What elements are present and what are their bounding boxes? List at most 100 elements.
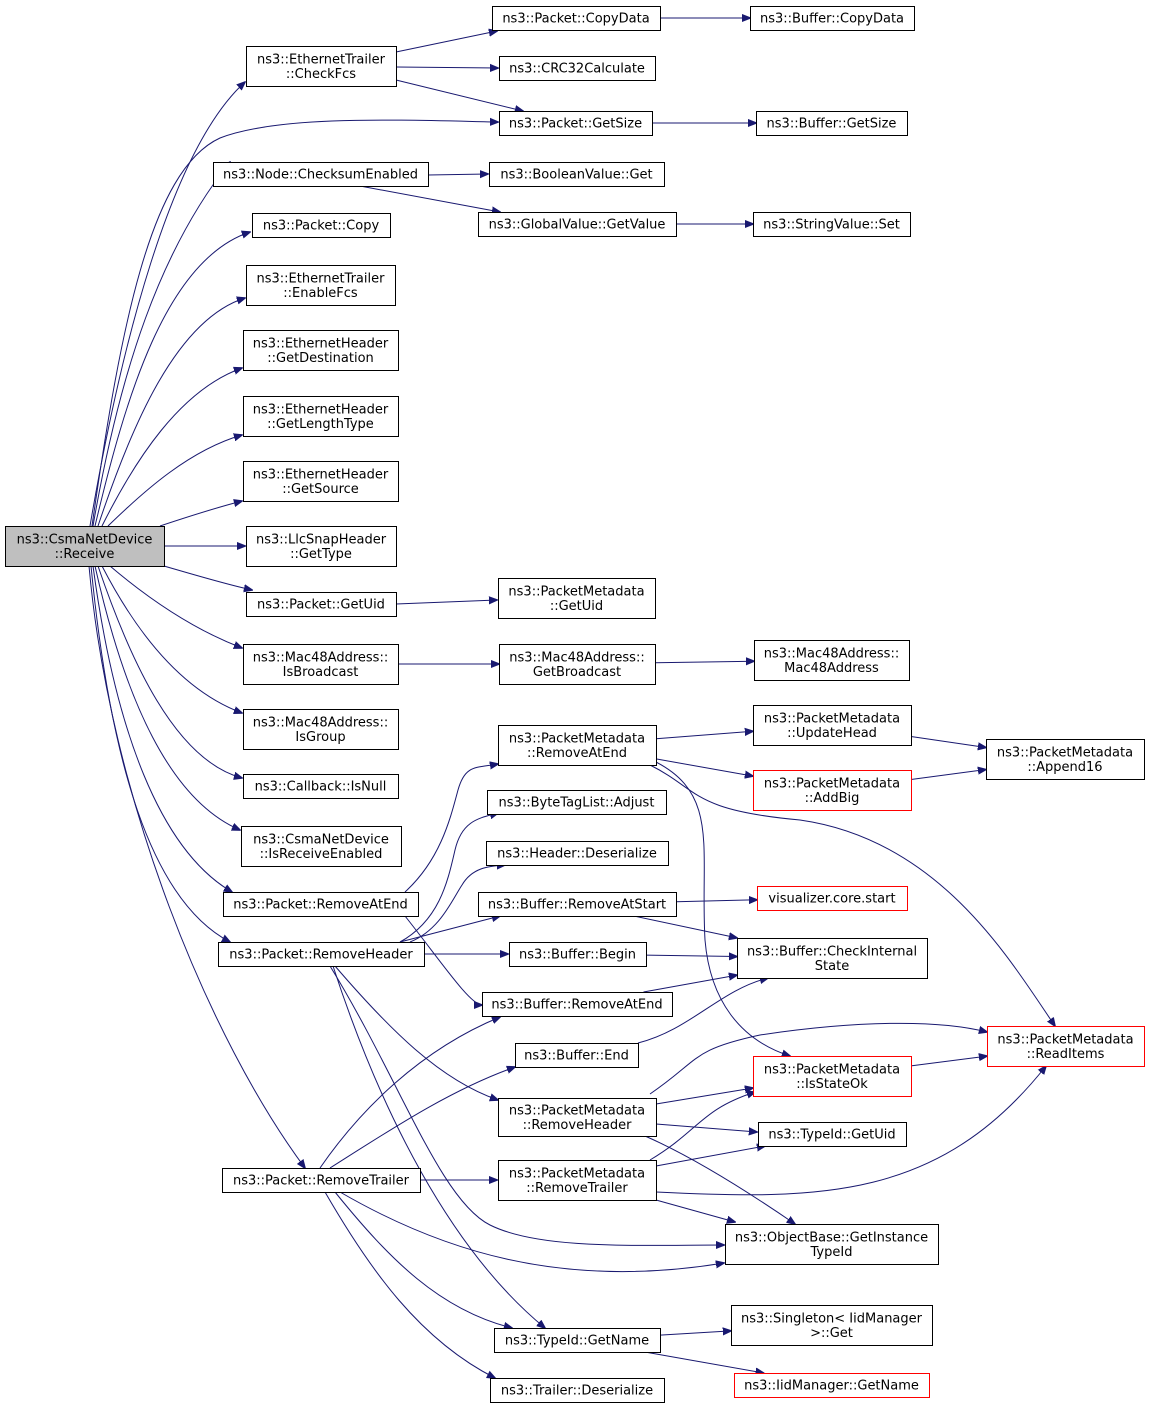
node-buf-end[interactable]: ns3::Buffer::End xyxy=(515,1043,639,1068)
node-box xyxy=(731,1305,933,1346)
node-pkt-removeheader[interactable]: ns3::Packet::RemoveHeader xyxy=(218,942,425,967)
node-pkt-removetrailer[interactable]: ns3::Packet::RemoveTrailer xyxy=(222,1168,421,1193)
node-label: ns3::Buffer::End xyxy=(524,1049,629,1064)
node-box xyxy=(753,1056,912,1097)
edge-pm_removeatend-to-pm_updatehead xyxy=(655,731,753,740)
edge-arrow xyxy=(649,1022,987,1095)
node-checksum[interactable]: ns3::Node::ChecksumEnabled xyxy=(213,162,429,187)
edge-arrow xyxy=(94,565,240,830)
node-getlentype[interactable]: ns3::EthernetHeader::GetLengthType xyxy=(243,396,399,437)
edge-arrow xyxy=(655,1146,765,1167)
node-label: ns3::Buffer::CheckInternal xyxy=(747,944,917,959)
node-isgroup[interactable]: ns3::Mac48Address::IsGroup xyxy=(243,709,399,750)
node-getsource[interactable]: ns3::EthernetHeader::GetSource xyxy=(243,461,399,502)
node-box xyxy=(987,1026,1145,1067)
node-buf-begin[interactable]: ns3::Buffer::Begin xyxy=(509,942,647,967)
node-pkt-getuid[interactable]: ns3::Packet::GetUid xyxy=(246,592,397,617)
edge-receive-to-isreceiveenabled xyxy=(94,565,240,830)
edge-arrow xyxy=(107,435,242,527)
node-btl-adjust[interactable]: ns3::ByteTagList::Adjust xyxy=(487,790,667,815)
edge-pkt_removeheader-to-buf_removeatstart xyxy=(399,916,500,943)
node-buf-copydata[interactable]: ns3::Buffer::CopyData xyxy=(750,6,915,31)
edge-arrow xyxy=(90,565,230,942)
node-label: ns3::CRC32Calculate xyxy=(509,62,645,77)
node-pm-append16[interactable]: ns3::PacketMetadata::Append16 xyxy=(986,739,1145,780)
node-typeid-getname[interactable]: ns3::TypeId::GetName xyxy=(494,1328,661,1353)
edge-pm_removeatend-to-pm_readitems xyxy=(649,764,1055,1026)
edge-arrow xyxy=(89,82,245,527)
node-receive[interactable]: ns3::CsmaNetDevice::Receive xyxy=(5,526,165,567)
edge-arrow xyxy=(910,736,986,748)
node-label: ::GetSource xyxy=(282,482,359,497)
edge-pm_removetrailer-to-pm_isstateok xyxy=(649,1092,755,1161)
node-label: ns3::EthernetTrailer xyxy=(257,52,386,67)
node-box xyxy=(725,1224,939,1265)
node-getdest[interactable]: ns3::EthernetHeader::GetDestination xyxy=(243,330,399,371)
edge-arrow xyxy=(339,1191,724,1273)
node-mac48ctor[interactable]: ns3::Mac48Address::Mac48Address xyxy=(754,640,910,681)
edge-arrow xyxy=(395,79,523,111)
edge-arrow xyxy=(324,1191,495,1378)
node-hdr-deserialize[interactable]: ns3::Header::Deserialize xyxy=(486,841,669,866)
node-label: ns3::PacketMetadata xyxy=(509,1166,645,1181)
node-label: GetBroadcast xyxy=(533,665,621,680)
node-box xyxy=(246,265,396,306)
node-globalget[interactable]: ns3::GlobalValue::GetValue xyxy=(478,212,677,237)
node-label: ns3::Buffer::RemoveAtStart xyxy=(488,898,666,913)
node-stringset[interactable]: ns3::StringValue::Set xyxy=(753,212,911,237)
node-box xyxy=(986,739,1145,780)
node-pkt-copydata[interactable]: ns3::Packet::CopyData xyxy=(492,6,661,31)
node-typeid-getuid[interactable]: ns3::TypeId::GetUid xyxy=(758,1122,907,1147)
node-label: ns3::TypeId::GetName xyxy=(505,1334,649,1349)
node-label: ::EnableFcs xyxy=(283,286,358,301)
node-iid-getname[interactable]: ns3::IidManager::GetName xyxy=(734,1373,930,1398)
edge-arrow xyxy=(395,31,497,53)
node-label: ::RemoveHeader xyxy=(523,1118,633,1133)
node-getbroadcast[interactable]: ns3::Mac48Address::GetBroadcast xyxy=(499,644,656,685)
node-buf-removeatstart[interactable]: ns3::Buffer::RemoveAtStart xyxy=(478,892,677,917)
edge-arrow xyxy=(395,67,498,68)
node-enablefcs[interactable]: ns3::EthernetTrailer::EnableFcs xyxy=(246,265,396,306)
node-label: ns3::Mac48Address:: xyxy=(253,715,388,730)
node-pm-readitems[interactable]: ns3::PacketMetadata::ReadItems xyxy=(987,1026,1145,1067)
edge-pkt_removetrailer-to-buf_removeatend xyxy=(319,1017,500,1169)
node-pm-updatehead[interactable]: ns3::PacketMetadata::UpdateHead xyxy=(753,705,912,746)
node-isbroadcast[interactable]: ns3::Mac48Address::IsBroadcast xyxy=(243,644,399,685)
node-trl-deserialize[interactable]: ns3::Trailer::Deserialize xyxy=(490,1378,665,1403)
node-isreceiveenabled[interactable]: ns3::CsmaNetDevice::IsReceiveEnabled xyxy=(241,826,402,867)
node-buf-removeatend[interactable]: ns3::Buffer::RemoveAtEnd xyxy=(482,992,673,1017)
node-pkt-getsize[interactable]: ns3::Packet::GetSize xyxy=(499,111,653,136)
node-label: ::IsReceiveEnabled xyxy=(260,847,383,862)
node-pkt-copy[interactable]: ns3::Packet::Copy xyxy=(252,213,391,238)
node-boolget[interactable]: ns3::BooleanValue::Get xyxy=(489,162,665,187)
edge-pkt_removeheader-to-typeid_getname xyxy=(332,965,545,1328)
node-pm-getuid[interactable]: ns3::PacketMetadata::GetUid xyxy=(498,578,656,619)
edge-arrow xyxy=(910,770,986,780)
node-pm-isstateok[interactable]: ns3::PacketMetadata::IsStateOk xyxy=(753,1056,912,1097)
edge-arrow xyxy=(399,916,500,943)
node-pm-addbig[interactable]: ns3::PacketMetadata::AddBig xyxy=(753,770,912,811)
node-pm-removeheader[interactable]: ns3::PacketMetadata::RemoveHeader xyxy=(498,1098,657,1137)
node-checkfcs[interactable]: ns3::EthernetTrailer::CheckFcs xyxy=(246,46,397,87)
node-buf-getsize[interactable]: ns3::Buffer::GetSize xyxy=(756,111,908,136)
node-viz-start[interactable]: visualizer.core.start xyxy=(757,886,908,911)
node-pm-removeatend[interactable]: ns3::PacketMetadata::RemoveAtEnd xyxy=(498,725,657,766)
edge-pkt_removeheader-to-btl_adjust xyxy=(399,813,498,943)
edge-pm_removeheader-to-ob_getinstance xyxy=(644,1135,795,1224)
node-label: ns3::Buffer::RemoveAtEnd xyxy=(491,998,662,1013)
node-pm-removetrailer[interactable]: ns3::PacketMetadata::RemoveTrailer xyxy=(498,1160,657,1201)
node-box xyxy=(486,841,669,866)
node-llcgettype[interactable]: ns3::LlcSnapHeader::GetType xyxy=(246,526,397,567)
node-pkt-removeatend[interactable]: ns3::Packet::RemoveAtEnd xyxy=(223,892,419,917)
node-label: ns3::Packet::RemoveAtEnd xyxy=(233,898,408,913)
node-label: IsGroup xyxy=(295,730,345,745)
edge-arrow xyxy=(92,565,232,892)
node-singleton-get[interactable]: ns3::Singleton< IidManager>::Get xyxy=(731,1305,933,1346)
node-box xyxy=(489,162,665,187)
edge-arrow xyxy=(655,1199,735,1222)
node-label: ::AddBig xyxy=(805,791,860,806)
node-isnull[interactable]: ns3::Callback::IsNull xyxy=(243,774,399,799)
node-crc32[interactable]: ns3::CRC32Calculate xyxy=(499,56,656,81)
